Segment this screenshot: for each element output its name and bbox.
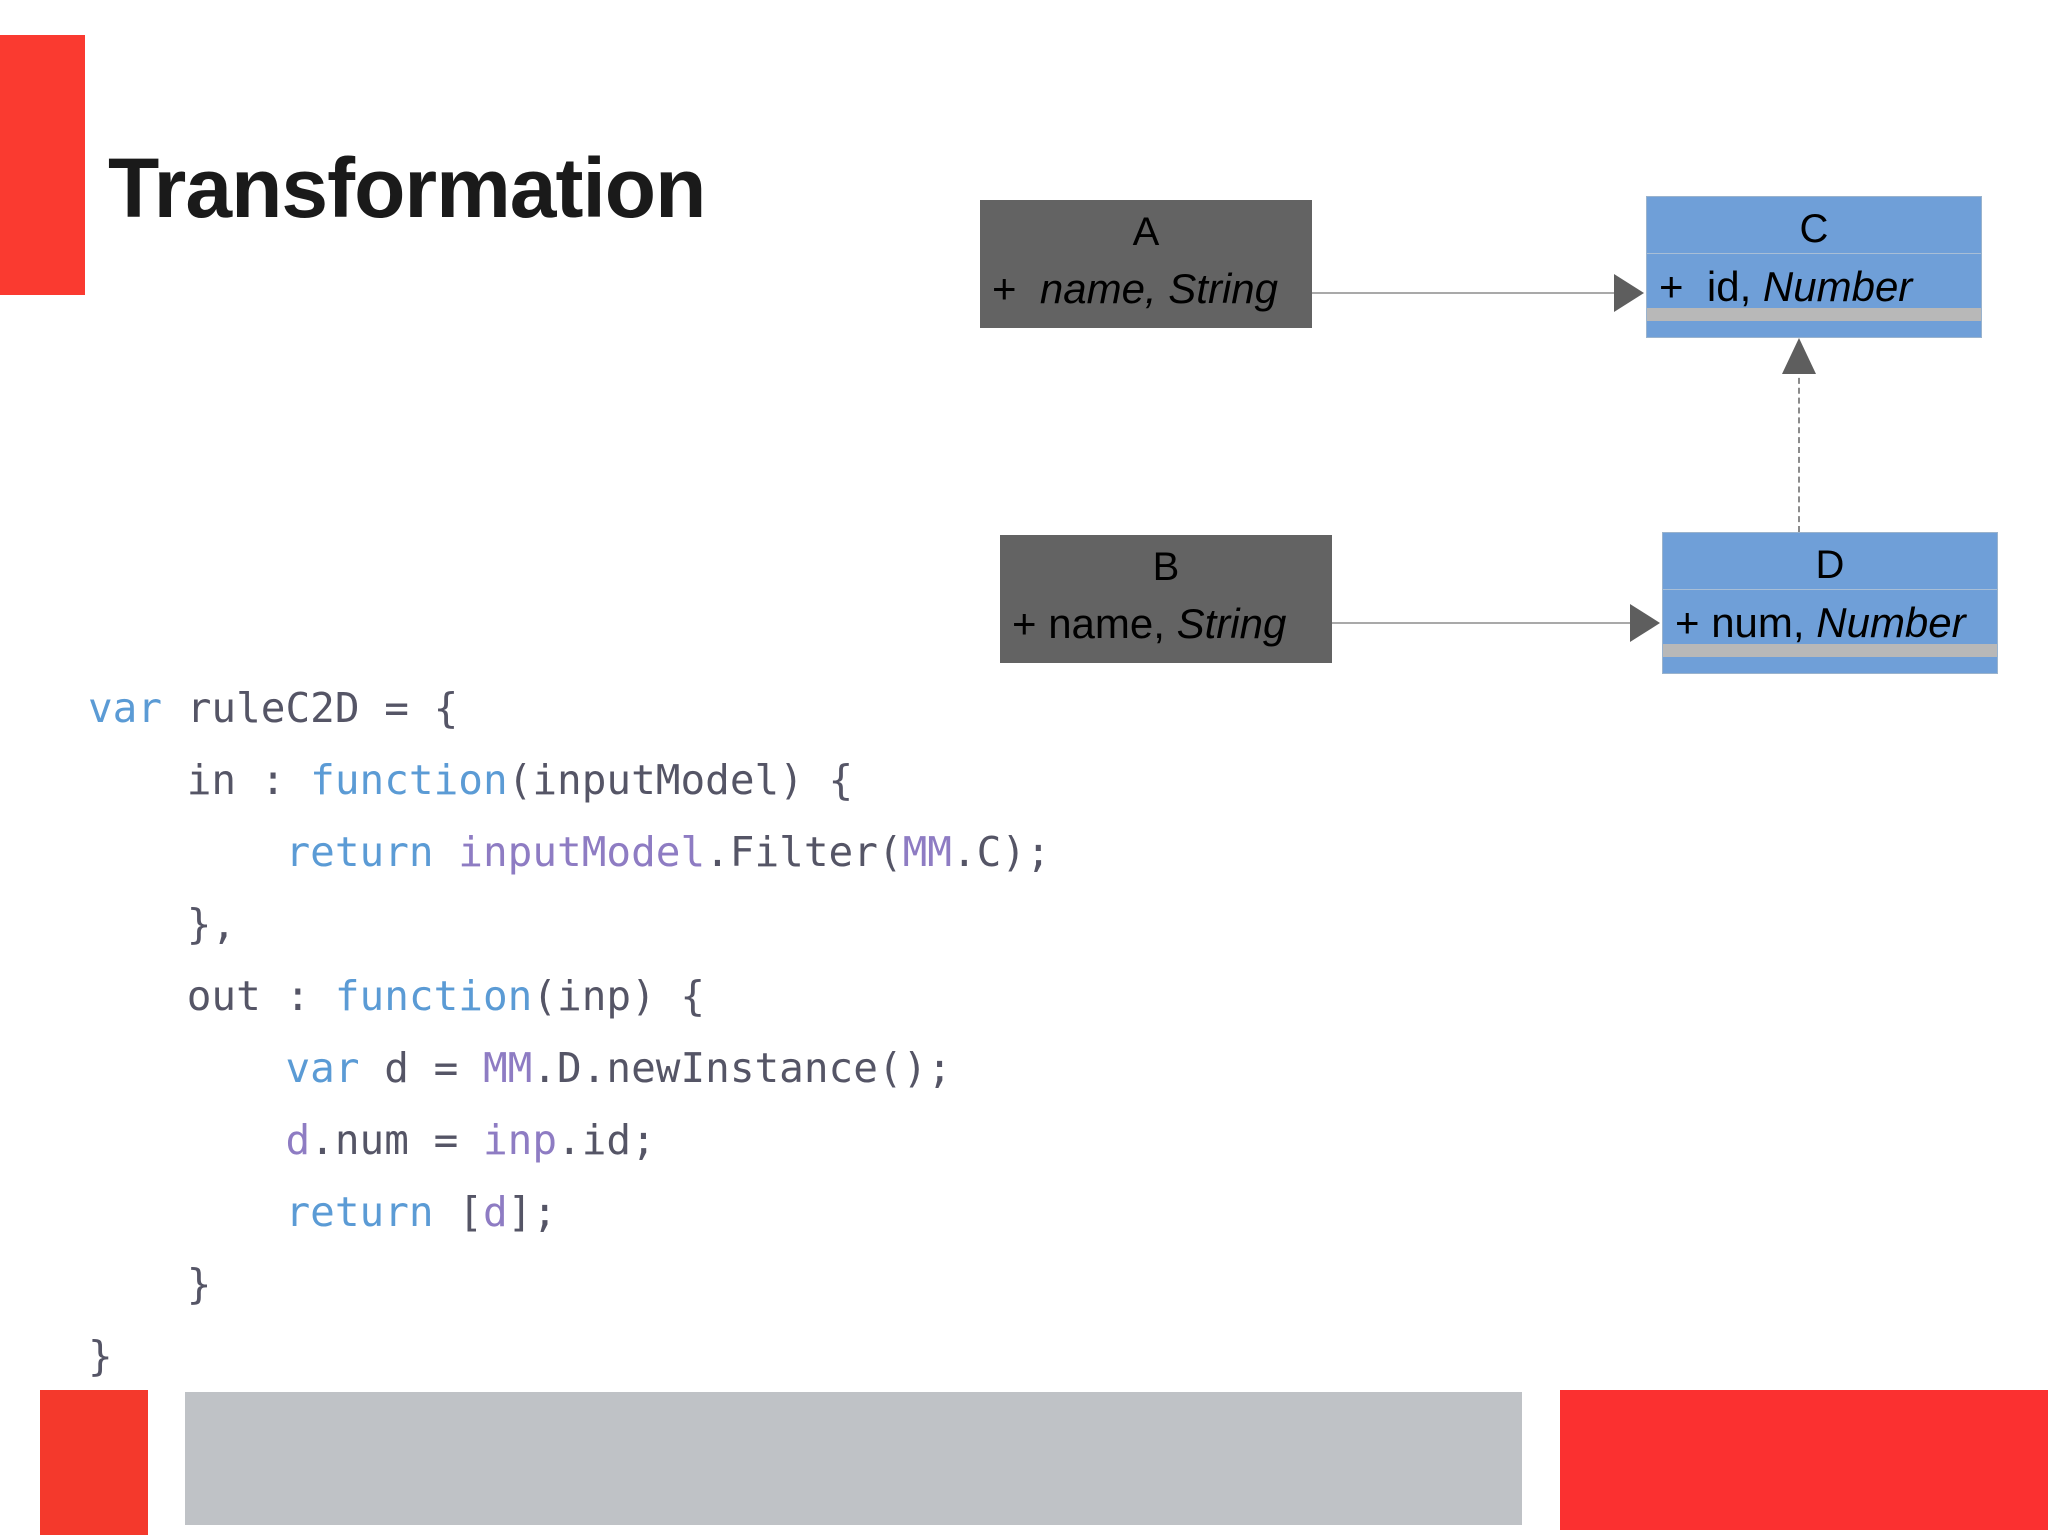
code-line: } bbox=[88, 1248, 1051, 1320]
uml-attribute-d: + num, Number bbox=[1663, 590, 1997, 644]
gray-bar-bottom bbox=[185, 1392, 1522, 1525]
code-line: return inputModel.Filter(MM.C); bbox=[88, 816, 1051, 888]
uml-divider-d bbox=[1663, 589, 1997, 590]
code-token bbox=[88, 1116, 285, 1164]
code-line: return [d]; bbox=[88, 1176, 1051, 1248]
code-token: var bbox=[285, 1044, 360, 1092]
code-token: return bbox=[285, 828, 434, 876]
uml-visibility-d: + bbox=[1675, 599, 1700, 646]
code-token: d = bbox=[359, 1044, 483, 1092]
code-line: } bbox=[88, 1320, 1051, 1392]
uml-visibility-b: + bbox=[1012, 600, 1037, 647]
code-token bbox=[88, 1044, 285, 1092]
code-token: ]; bbox=[507, 1188, 558, 1236]
code-token: function bbox=[334, 972, 533, 1020]
uml-visibility-c: + bbox=[1659, 263, 1684, 310]
arrow-a-to-c-head-icon bbox=[1614, 274, 1644, 312]
code-token: inp bbox=[482, 1116, 558, 1164]
uml-attr-name-a: name, bbox=[1039, 265, 1157, 312]
code-token: .D.newInstance(); bbox=[532, 1044, 952, 1092]
red-block-bottom-left bbox=[40, 1390, 148, 1535]
uml-attr-type-b: String bbox=[1176, 600, 1287, 647]
code-token bbox=[88, 1188, 285, 1236]
code-token: d bbox=[285, 1116, 311, 1164]
code-line: var ruleC2D = { bbox=[88, 672, 1051, 744]
code-token: (inp) { bbox=[532, 972, 706, 1020]
uml-attribute-a: + name, String bbox=[980, 256, 1312, 310]
code-token: function bbox=[310, 756, 508, 804]
uml-footer-strip-c bbox=[1647, 308, 1981, 321]
uml-class-box-b[interactable]: B + name, String bbox=[1000, 535, 1332, 663]
code-line: var d = MM.D.newInstance(); bbox=[88, 1032, 1051, 1104]
red-block-bottom-right bbox=[1560, 1390, 2048, 1530]
arrow-d-to-c-dashed-line bbox=[1798, 368, 1800, 532]
code-token bbox=[88, 828, 285, 876]
uml-footer-strip-d bbox=[1663, 644, 1997, 657]
uml-attribute-c: + id, Number bbox=[1647, 254, 1981, 308]
code-line: }, bbox=[88, 888, 1051, 960]
code-token bbox=[434, 828, 459, 876]
code-token: out : bbox=[88, 972, 335, 1020]
uml-visibility-a: + bbox=[992, 265, 1017, 312]
code-token: in : bbox=[88, 756, 311, 804]
uml-attr-name-c: id, bbox=[1706, 263, 1752, 310]
uml-attr-name-d: num, bbox=[1711, 599, 1805, 646]
uml-attr-name-b: name, bbox=[1048, 600, 1165, 647]
code-token: .num = bbox=[310, 1116, 483, 1164]
code-block: var ruleC2D = { in : function(inputModel… bbox=[88, 672, 1051, 1392]
code-token: ruleC2D = { bbox=[162, 684, 459, 732]
code-token: [ bbox=[433, 1188, 483, 1236]
arrow-a-to-c-line bbox=[1312, 292, 1618, 294]
page-title: Transformation bbox=[108, 141, 706, 235]
uml-attribute-b: + name, String bbox=[1000, 591, 1332, 645]
uml-class-name-c: C bbox=[1799, 207, 1829, 251]
code-token: } bbox=[88, 1260, 212, 1308]
uml-class-box-c[interactable]: C + id, Number bbox=[1646, 196, 1982, 338]
uml-class-box-d[interactable]: D + num, Number bbox=[1662, 532, 1998, 674]
uml-attr-type-c: Number bbox=[1762, 263, 1913, 310]
code-token: MM bbox=[902, 828, 952, 876]
code-token: inputModel bbox=[458, 828, 706, 876]
code-token: .Filter( bbox=[705, 828, 903, 876]
code-token: .C); bbox=[951, 828, 1051, 876]
uml-attr-type-a: String bbox=[1168, 265, 1278, 312]
uml-attr-type-d: Number bbox=[1816, 599, 1966, 646]
code-token: (inputModel) { bbox=[507, 756, 854, 804]
uml-class-name-b: B bbox=[1152, 545, 1180, 589]
code-token: } bbox=[88, 1332, 113, 1380]
code-token: return bbox=[285, 1188, 434, 1236]
uml-class-name-a: A bbox=[1132, 210, 1160, 254]
code-token: .id; bbox=[557, 1116, 656, 1164]
uml-class-name-d: D bbox=[1815, 543, 1845, 587]
red-accent-bar-left bbox=[0, 35, 85, 295]
uml-class-box-a[interactable]: A + name, String bbox=[980, 200, 1312, 328]
code-token: d bbox=[482, 1188, 508, 1236]
code-token: var bbox=[88, 684, 163, 732]
code-line: out : function(inp) { bbox=[88, 960, 1051, 1032]
code-line: d.num = inp.id; bbox=[88, 1104, 1051, 1176]
code-line: in : function(inputModel) { bbox=[88, 744, 1051, 816]
arrow-b-to-d-line bbox=[1332, 622, 1634, 624]
arrow-b-to-d-head-icon bbox=[1630, 604, 1660, 642]
uml-divider-c bbox=[1647, 253, 1981, 254]
code-token: MM bbox=[482, 1044, 533, 1092]
code-token: }, bbox=[88, 900, 237, 948]
arrow-d-to-c-head-icon bbox=[1782, 338, 1816, 374]
